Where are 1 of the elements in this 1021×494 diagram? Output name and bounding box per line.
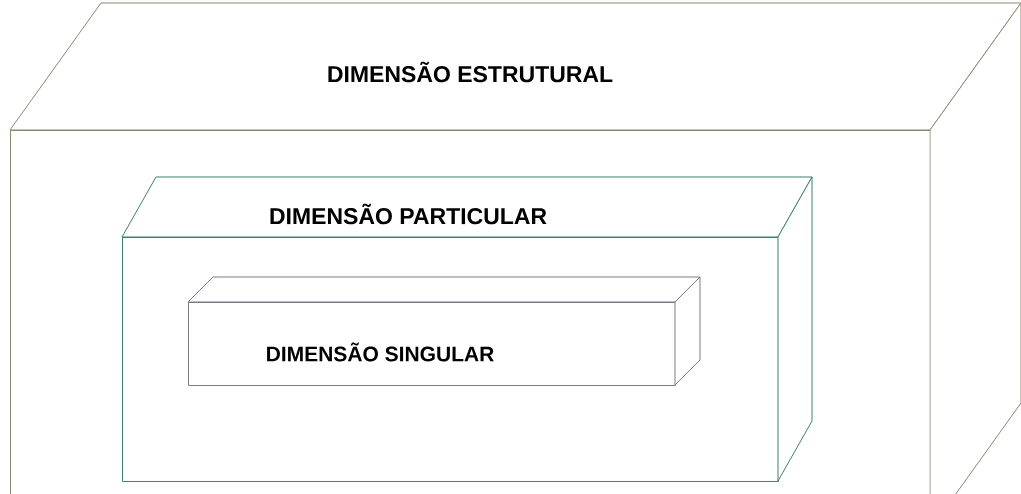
- box-drawing: DIMENSÃO SINGULAR: [187, 276, 701, 386]
